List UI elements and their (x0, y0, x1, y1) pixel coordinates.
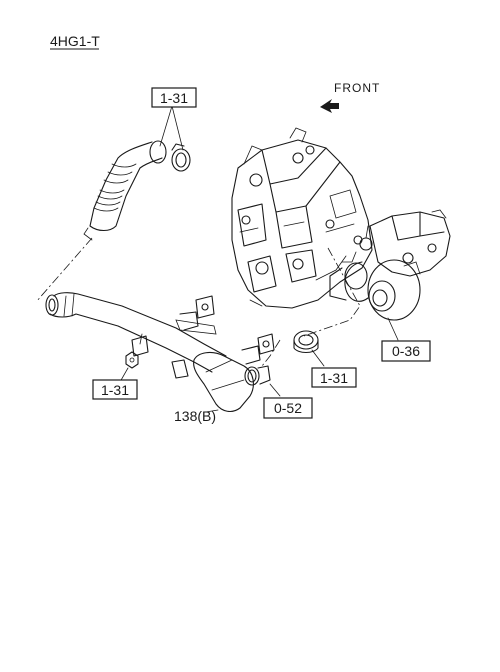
front-arrow-icon (320, 99, 339, 113)
callout-1-31-top-text: 1-31 (160, 90, 188, 106)
engine-block (231, 127, 373, 309)
callout-1-31-top: 1-31 (151, 87, 197, 108)
connection-line-to-grommet (261, 339, 281, 367)
turbocharger (329, 225, 421, 321)
leader-0-52 (269, 383, 281, 397)
hose-clamp-upper (171, 143, 191, 172)
model-code: 4HG1-T (50, 33, 100, 49)
callout-1-31-right-text: 1-31 (320, 370, 348, 386)
hose-elbow-138b (193, 351, 271, 413)
mounting-bracket-lower (241, 333, 275, 365)
leader-1-31-right (311, 349, 325, 367)
callout-0-52-text: 0-52 (274, 400, 302, 416)
mounting-bracket-upper (175, 295, 217, 335)
callout-1-31-left: 1-31 (92, 379, 138, 400)
intake-pipe (45, 292, 227, 373)
callout-0-36-text: 0-36 (392, 343, 420, 359)
part-number-label: 138(B) (174, 408, 216, 424)
exhaust-manifold (369, 209, 451, 277)
leader-1-31-top-a (159, 105, 173, 147)
connection-line-engine-to-pipe (303, 247, 361, 337)
grommet-seal (293, 330, 319, 354)
leader-0-36 (387, 317, 399, 341)
pipe-clamp-bracket (131, 333, 189, 379)
leader-138b (205, 409, 219, 413)
callout-1-31-left-text: 1-31 (101, 382, 129, 398)
callout-0-52: 0-52 (263, 397, 313, 419)
leader-1-31-top-b (171, 105, 184, 151)
air-duct-boot (83, 140, 167, 241)
front-label: FRONT (334, 81, 380, 95)
hex-nut (125, 351, 139, 369)
callout-0-36: 0-36 (381, 340, 431, 362)
callout-1-31-right: 1-31 (311, 367, 357, 388)
connection-line-boot-to-pipe (35, 237, 93, 303)
